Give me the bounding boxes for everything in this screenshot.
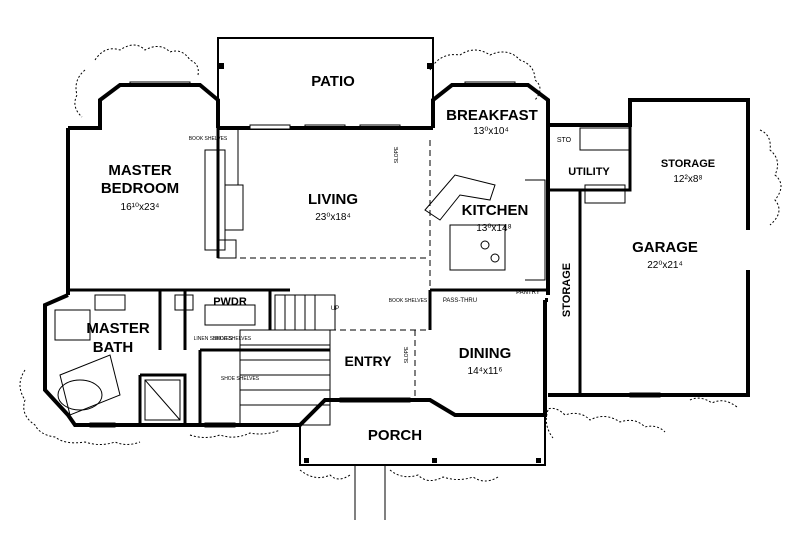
label-slope-2: SLOPE xyxy=(404,346,410,363)
room-master-bedroom-line2: BEDROOM xyxy=(101,180,179,197)
label-pantry: PANTRY xyxy=(516,290,540,296)
room-breakfast: BREAKFAST xyxy=(446,107,538,124)
powder-fixtures xyxy=(174,294,256,326)
windows xyxy=(89,81,661,428)
kitchen-fixtures xyxy=(424,174,546,281)
room-kitchen: KITCHEN xyxy=(462,202,529,219)
label-linen-shelves: LINEN SHELVES xyxy=(194,336,233,342)
room-master-bath-line2: BATH xyxy=(93,339,134,356)
room-master-bath-line1: MASTER xyxy=(86,320,150,337)
room-garage: GARAGE xyxy=(632,239,698,256)
room-entry: ENTRY xyxy=(345,353,393,369)
room-patio: PATIO xyxy=(311,73,355,90)
bath-fixtures xyxy=(54,294,181,421)
room-dining: DINING xyxy=(459,345,512,362)
patio xyxy=(217,37,434,128)
landscaping xyxy=(19,44,782,482)
label-shoe-shelves-2: SHOE SHELVES xyxy=(221,376,260,382)
label-pass-thru: PASS-THRU xyxy=(443,298,477,304)
label-book-shelves-2: BOOK SHELVES xyxy=(389,298,428,304)
room-living: LIVING xyxy=(308,191,358,208)
stairs xyxy=(239,294,336,426)
room-master-bedroom-dim: 16¹⁰x23⁴ xyxy=(121,202,160,213)
room-garage-dim: 22⁰x21⁴ xyxy=(647,260,683,271)
utility-fixtures xyxy=(579,127,631,204)
room-pwdr: PWDR xyxy=(213,296,247,308)
label-slope-1: SLOPE xyxy=(394,146,400,163)
room-dining-dim: 14⁴x11⁶ xyxy=(468,366,503,377)
room-kitchen-dim: 13⁰x14⁸ xyxy=(476,223,511,234)
room-breakfast-dim: 13⁰x10⁴ xyxy=(473,126,509,137)
room-utility: UTILITY xyxy=(568,166,610,178)
room-sto: STO xyxy=(557,137,572,144)
room-storage-side: STORAGE xyxy=(561,263,573,317)
openings xyxy=(240,140,431,400)
interior-walls xyxy=(68,125,632,425)
label-shoe-shelves-1: SHOE SHELVES xyxy=(213,336,252,342)
label-up: UP xyxy=(331,306,339,312)
room-storage-top-dim: 12²x8⁸ xyxy=(673,174,702,185)
room-living-dim: 23⁰x18⁴ xyxy=(315,212,351,223)
room-master-bedroom-line1: MASTER xyxy=(108,162,172,179)
room-porch: PORCH xyxy=(368,427,422,444)
fireplace xyxy=(204,130,244,259)
room-storage-top: STORAGE xyxy=(661,158,715,170)
label-book-shelves-1: BOOK SHELVES xyxy=(189,136,228,142)
porch-outline xyxy=(299,415,546,520)
